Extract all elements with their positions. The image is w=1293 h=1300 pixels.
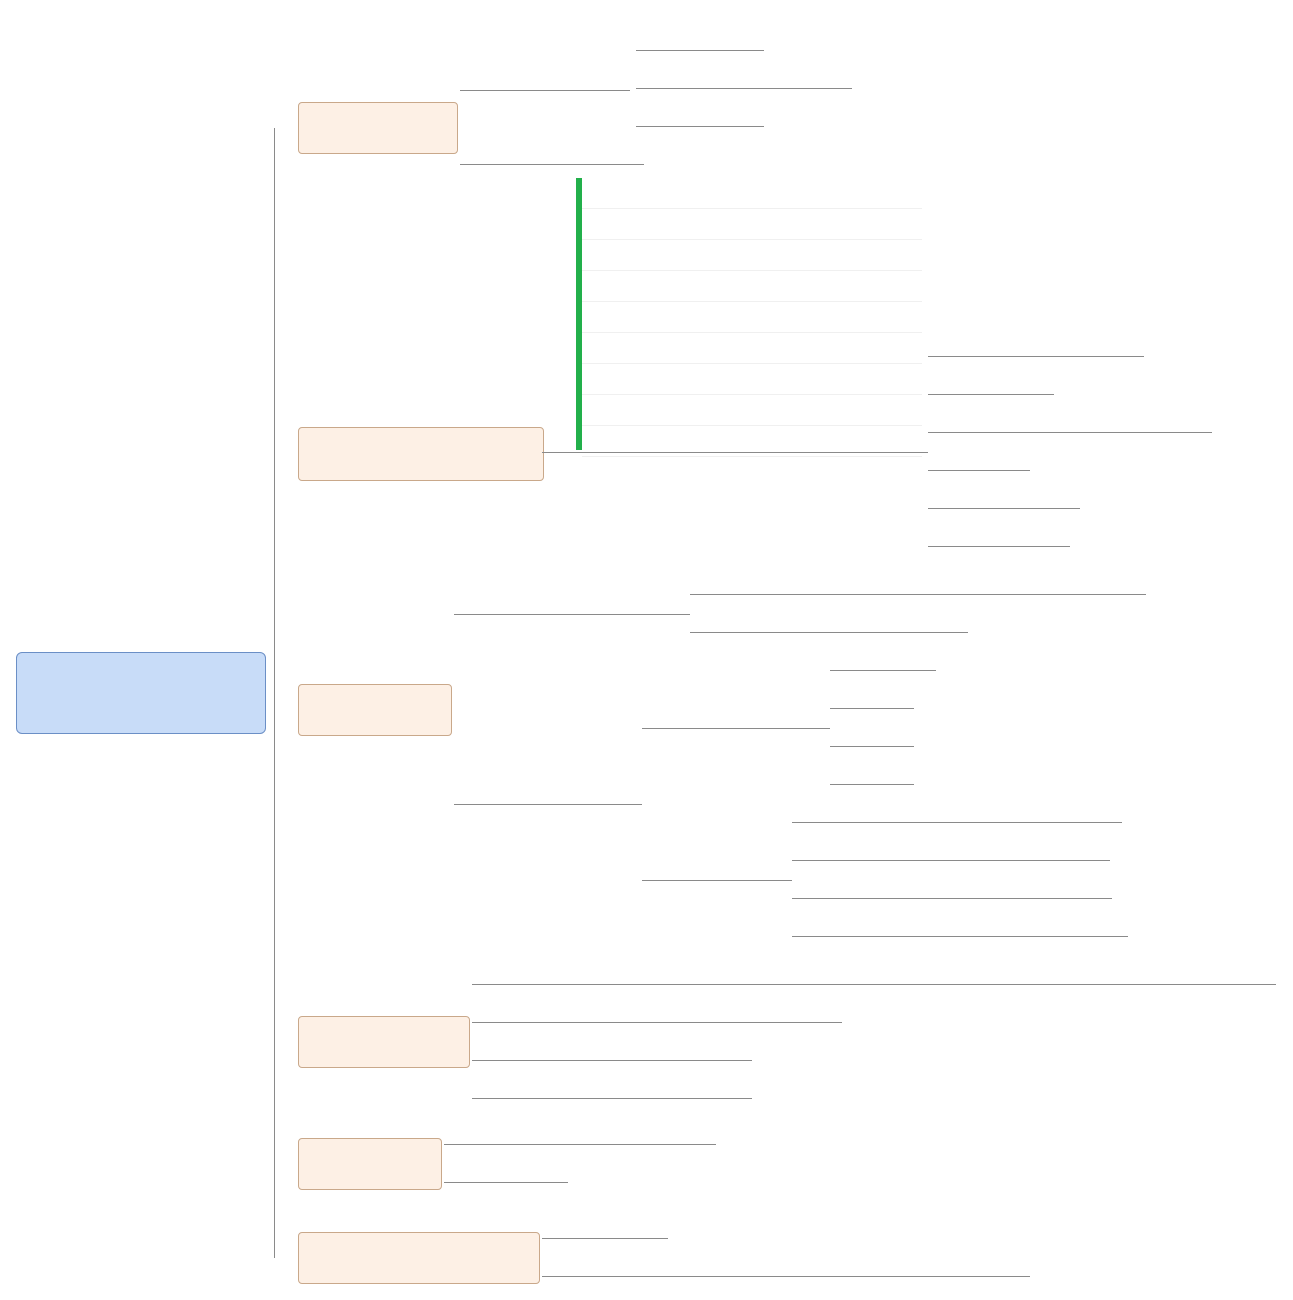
- leaf-line: [636, 50, 764, 51]
- leaf-line: [830, 670, 936, 671]
- leaf-line: [444, 1182, 568, 1183]
- leaf-line: [460, 164, 644, 165]
- leaf-line: [472, 1022, 842, 1023]
- code-line: [582, 209, 922, 240]
- root-node: [16, 652, 266, 734]
- leaf-line: [444, 1144, 716, 1145]
- leaf-line: [542, 1276, 1030, 1277]
- leaf-line: [928, 356, 1144, 357]
- code-block: [576, 178, 922, 457]
- branch-2: [298, 427, 544, 481]
- leaf-line: [472, 1098, 752, 1099]
- code-line: [582, 178, 922, 209]
- leaf-line: [928, 508, 1080, 509]
- leaf-line: [690, 594, 1146, 595]
- code-line: [582, 395, 922, 426]
- code-line: [582, 271, 922, 302]
- leaf-line: [642, 728, 830, 729]
- leaf-line: [454, 804, 642, 805]
- branch-5: [298, 1138, 442, 1190]
- leaf-line: [454, 614, 690, 615]
- leaf-line: [642, 880, 792, 881]
- leaf-line: [460, 90, 630, 91]
- leaf-line: [690, 632, 968, 633]
- leaf-line: [792, 822, 1122, 823]
- branch-3: [298, 684, 452, 736]
- leaf-line: [792, 898, 1112, 899]
- leaf-line: [830, 784, 914, 785]
- leaf-line: [830, 708, 914, 709]
- code-line: [582, 426, 922, 457]
- leaf-line: [792, 860, 1110, 861]
- leaf-line: [472, 1060, 752, 1061]
- code-line: [582, 333, 922, 364]
- leaf-line: [928, 546, 1070, 547]
- leaf-line: [542, 452, 928, 453]
- code-line: [582, 240, 922, 271]
- code-line: [582, 302, 922, 333]
- leaf-line: [928, 470, 1030, 471]
- leaf-line: [542, 1238, 668, 1239]
- branch-6: [298, 1232, 540, 1284]
- leaf-line: [928, 432, 1212, 433]
- branch-4: [298, 1016, 470, 1068]
- branch-1: [298, 102, 458, 154]
- leaf-line: [928, 394, 1054, 395]
- leaf-line: [830, 746, 914, 747]
- leaf-line: [472, 984, 1276, 985]
- leaf-line: [792, 936, 1128, 937]
- code-line: [582, 364, 922, 395]
- trunk-line: [274, 128, 275, 1258]
- leaf-line: [636, 88, 852, 89]
- leaf-line: [636, 126, 764, 127]
